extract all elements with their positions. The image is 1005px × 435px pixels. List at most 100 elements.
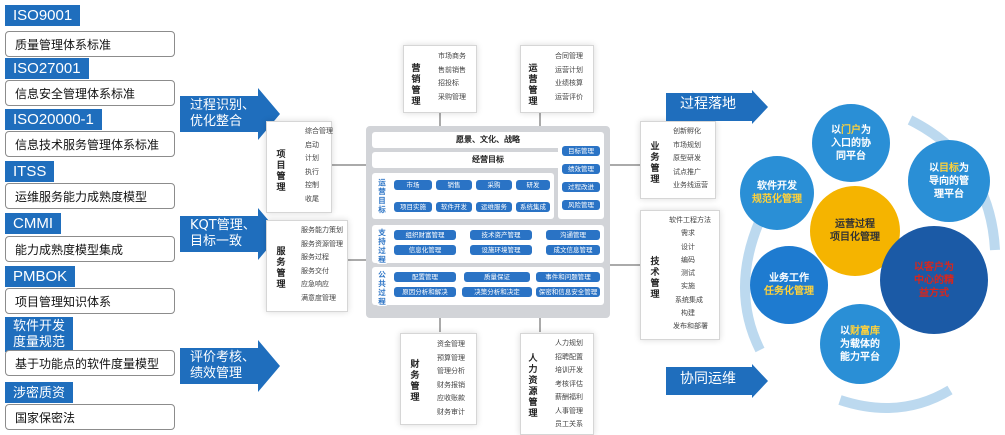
gear-text: 为 — [959, 162, 969, 174]
callout-1: 过程识别、 优化整合 — [190, 98, 255, 130]
core-public-item: 保密和信息安全管理 — [536, 287, 600, 297]
core-ops-item: 销售 — [436, 180, 472, 190]
list-item: 启动 — [305, 140, 319, 149]
gear-business: 业务工作 任务化管理 — [750, 246, 828, 324]
gear-text: 中心的精 — [914, 274, 954, 286]
std-desc-cmmi: 能力成熟度模型集成 — [5, 236, 175, 262]
core-support-item: 成文信息管理 — [546, 245, 600, 255]
gear-text: 任务化管理 — [764, 286, 814, 297]
list-item: 招投标 — [438, 79, 459, 87]
list-item: 满意度管理 — [301, 293, 336, 302]
gear-text: 入口的协 — [831, 137, 871, 149]
list-item: 资金管理 — [437, 340, 465, 348]
list-item: 人力规划 — [555, 339, 583, 347]
list-item: 应急响应 — [301, 280, 329, 288]
list-item: 执行 — [305, 167, 319, 176]
callout-3-line2: 绩效管理 — [190, 366, 243, 381]
list-item: 薪酬福利 — [555, 393, 583, 401]
list-item: 业绩核算 — [555, 79, 583, 87]
module-marketing-list: 市场商务 售前销售 招投标 采购管理 — [438, 50, 466, 104]
module-operation: 运营管理 合同管理 运营计划 业绩核算 运营评价 — [520, 45, 594, 113]
gear-text: 规范化管理 — [752, 194, 802, 205]
core-public-item: 配置管理 — [394, 272, 456, 282]
module-finance-list: 资金管理 预算管理 管理分析 财务报销 应收账款 财务审计 — [437, 338, 465, 419]
core-ops-item: 研发 — [516, 180, 550, 190]
core-public-item: 决策分析和决定 — [462, 287, 532, 297]
list-item: 试点推广 — [673, 167, 701, 176]
core-ops-item: 系统集成 — [516, 202, 550, 212]
list-item: 采购管理 — [438, 92, 466, 101]
list-item: 培训开发 — [555, 366, 583, 374]
module-tech: 技术管理 软件工程方法 需求 设计 编码 测试 实施 系统集成 构建 发布和部署 — [640, 210, 720, 340]
std-desc-pmbok: 项目管理知识体系 — [5, 288, 175, 314]
core-ops-item: 软件开发 — [436, 202, 472, 212]
core-support-item: 组织财富管理 — [394, 230, 456, 240]
list-item: 合同管理 — [555, 52, 583, 60]
gear-wealth: 以财富库 为载体的 能力平台 — [820, 304, 900, 384]
list-item: 应收账款 — [437, 394, 465, 402]
module-marketing-title: 营销管理 — [411, 64, 421, 107]
gear-text: 为 — [861, 124, 871, 136]
gear-text: 目标 — [939, 162, 959, 174]
gear-text: 运营过程 — [835, 219, 875, 230]
core-ops-item: 运维服务 — [476, 202, 512, 212]
list-item: 售前销售 — [438, 65, 466, 74]
core-right-item: 绩效管理 — [562, 164, 600, 174]
core-ops-item: 项目实施 — [394, 202, 432, 212]
list-item: 管理分析 — [437, 367, 465, 375]
list-item: 软件工程方法 — [669, 216, 711, 224]
module-service-list: 服务能力策划 服务资源管理 服务过程 服务交付 应急响应 满意度管理 — [301, 224, 343, 305]
list-item: 考核评估 — [555, 379, 583, 388]
list-item: 编码 — [681, 255, 695, 264]
std-desc-software-measure: 基于功能点的软件度量模型 — [5, 350, 175, 376]
core-right-item: 风险管理 — [562, 200, 600, 210]
module-hr-title: 人力资源管理 — [528, 354, 538, 419]
std-tag-software-measure: 软件开发 度量规范 — [5, 317, 74, 352]
list-item: 计划 — [305, 154, 319, 162]
callout-arrow-1 — [180, 88, 280, 140]
core-right-item: 目标管理 — [562, 146, 600, 156]
gear-text: 以 — [831, 124, 841, 136]
std-desc-iso9001: 质量管理体系标准 — [5, 31, 175, 57]
gear-software: 软件开发 规范化管理 — [740, 156, 814, 230]
gear-text: 理平台 — [934, 188, 964, 200]
core-public-item: 原因分析和解决 — [394, 287, 456, 297]
module-project: 项目管理 综合管理 启动 计划 执行 控制 收尾 — [266, 121, 333, 213]
gear-text: 门户 — [841, 124, 861, 136]
callout-arrow-3 — [180, 340, 280, 392]
std-tag-software-line1: 软件开发 — [13, 318, 66, 333]
gear-text: 导向的管 — [929, 175, 969, 187]
banner-top: 过程落地 — [680, 96, 736, 112]
gear-text: 益方式 — [919, 287, 949, 299]
gear-text: 以 — [914, 261, 924, 273]
callout-2-line2: 目标一致 — [190, 234, 243, 249]
gear-text: 项目化管理 — [830, 232, 880, 243]
gear-text: 以 — [840, 325, 850, 337]
list-item: 服务交付 — [301, 266, 329, 275]
list-item: 服务过程 — [301, 253, 329, 261]
callout-1-line1: 过程识别、 — [190, 98, 256, 113]
banner-arrow-top — [666, 90, 768, 124]
gear-text: 以 — [929, 162, 939, 174]
core-public-item: 质量保证 — [464, 272, 530, 282]
core-public-item: 事件和问题管理 — [536, 272, 600, 282]
core-goal: 经营目标 — [372, 152, 604, 168]
callout-3: 评价考核、 绩效管理 — [190, 350, 255, 382]
callout-arrow-2 — [180, 208, 280, 260]
std-desc-iso20000: 信息技术服务管理体系标准 — [5, 131, 175, 157]
module-tech-title: 技术管理 — [650, 257, 660, 300]
module-project-title: 项目管理 — [276, 150, 286, 193]
gear-text: 客户为 — [924, 261, 954, 273]
std-tag-software-line2: 度量规范 — [13, 334, 66, 349]
banner-arrow-bottom — [666, 364, 768, 398]
list-item: 财务报销 — [437, 380, 465, 389]
callout-2-line1: KQT管理、 — [190, 218, 256, 233]
list-item: 收尾 — [305, 194, 319, 203]
gear-customer: 以客户为 中心的精 益方式 — [880, 226, 988, 334]
module-business-list: 创新孵化 市场规划 原型研发 试点推广 业务线运营 — [673, 125, 708, 193]
std-desc-secret: 国家保密法 — [5, 404, 175, 430]
gear-text: 业务工作 — [769, 273, 809, 284]
list-item: 原型研发 — [673, 154, 701, 162]
list-item: 服务资源管理 — [301, 239, 343, 248]
